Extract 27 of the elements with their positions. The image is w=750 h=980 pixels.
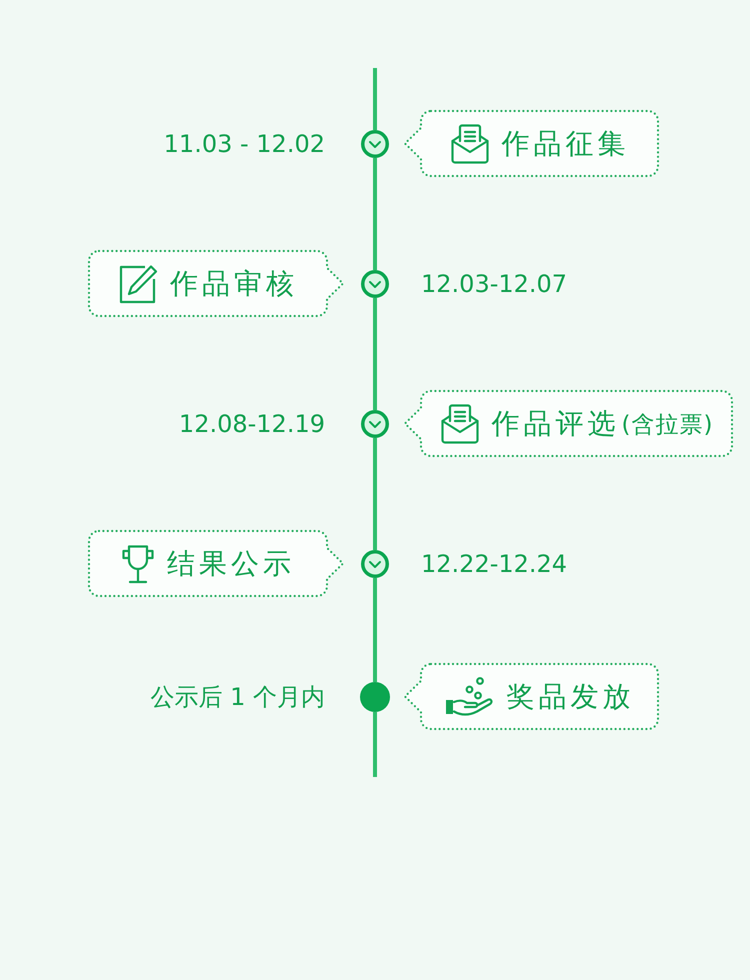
timeline-marker [360, 129, 390, 159]
timeline-marker [360, 269, 390, 299]
date-label: 12.08-12.19 [178, 409, 325, 439]
timeline-line [373, 158, 377, 270]
timeline-line [373, 712, 377, 777]
timeline-line [373, 298, 377, 410]
timeline-marker [360, 409, 390, 439]
date-label: 12.22-12.24 [421, 549, 568, 579]
step-title: 结果公示 [167, 546, 295, 582]
timeline-marker [360, 549, 390, 579]
callout-bubble [403, 389, 734, 458]
step-title: 作品审核 [170, 266, 298, 302]
timeline-dot [359, 681, 391, 713]
step-note: (含拉票) [622, 410, 714, 440]
timeline-line [373, 68, 377, 130]
date-label: 11.03 - 12.02 [164, 129, 325, 159]
timeline-line [373, 578, 377, 682]
callout-bubble [87, 529, 345, 598]
date-label: 公示后 1 个月内 [150, 682, 325, 712]
step-title: 作品征集 [502, 126, 630, 162]
callout-bubble [87, 249, 345, 318]
callout-bubble [403, 662, 660, 731]
step-title: 作品评选 [492, 406, 620, 442]
timeline-line [373, 438, 377, 550]
callout-bubble [403, 109, 660, 178]
date-label: 12.03-12.07 [421, 269, 568, 299]
step-title: 奖品发放 [506, 678, 634, 714]
